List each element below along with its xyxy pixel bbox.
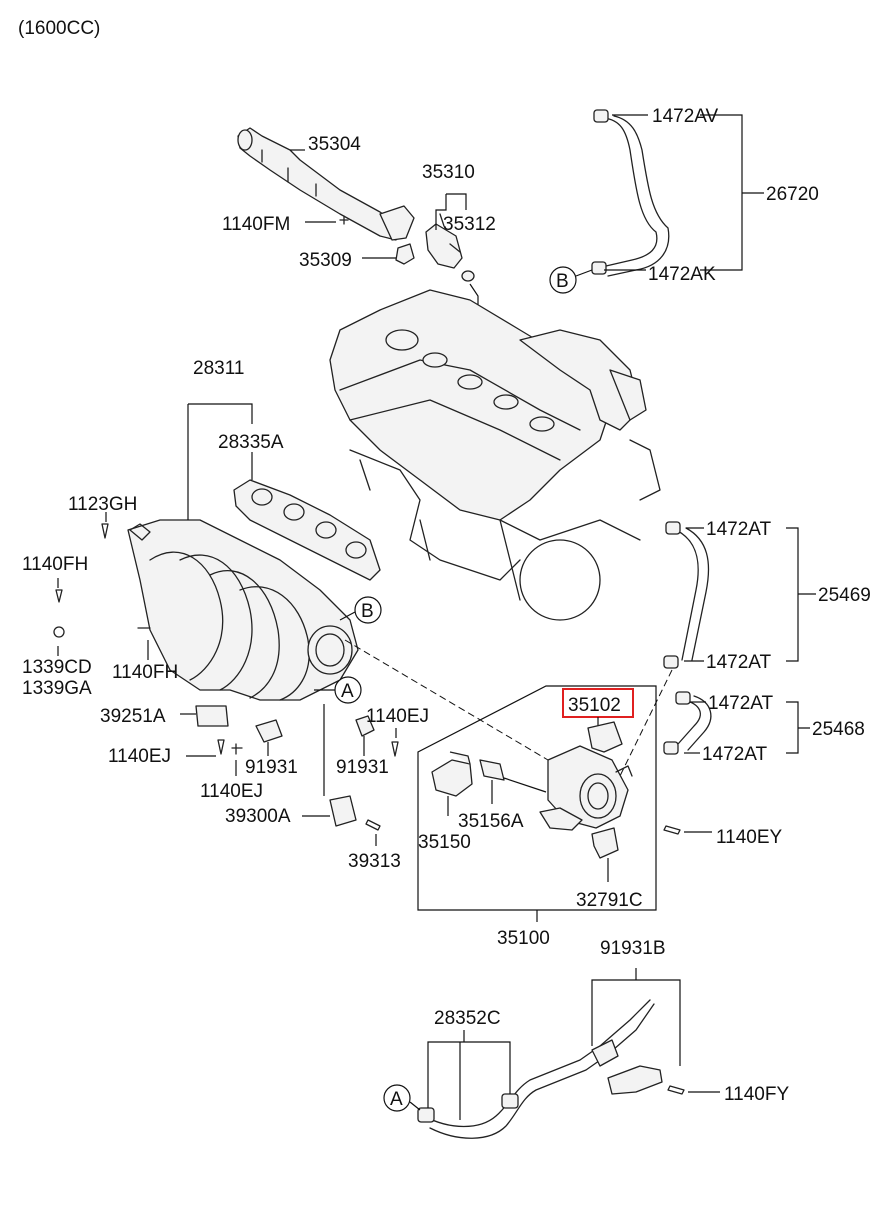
label-91931-b: 91931 — [336, 757, 389, 778]
clip-91931-a-drawing — [255, 719, 283, 743]
bolt-1140ej-c-icon — [391, 741, 399, 757]
label-1472at-a: 1472AT — [706, 519, 772, 540]
label-39300a: 39300A — [225, 806, 291, 827]
bolt-1140ej-b-icon — [231, 743, 243, 755]
bolt-1140fm-icon — [339, 215, 349, 225]
sensor-39300a-drawing — [329, 795, 357, 827]
label-1140fm: 1140FM — [222, 214, 290, 235]
label-25469: 25469 — [818, 585, 871, 606]
label-35156a: 35156A — [458, 811, 524, 832]
clip-35309-drawing — [395, 243, 415, 265]
injector-drawing — [425, 213, 475, 282]
hose-26720-drawing — [591, 109, 670, 277]
label-1472at-d: 1472AT — [702, 744, 768, 765]
label-1123gh: 1123GH — [68, 494, 137, 515]
label-35102: 35102 — [568, 695, 621, 716]
label-28311: 28311 — [193, 358, 244, 379]
label-35312: 35312 — [443, 214, 496, 235]
bolt-1140ej-a-icon — [217, 739, 225, 755]
hose-25469-drawing — [663, 521, 710, 669]
bolt-1140ey-icon — [663, 825, 681, 835]
label-1472ak: 1472AK — [648, 264, 716, 285]
label-35150: 35150 — [418, 832, 471, 853]
label-26720: 26720 — [766, 184, 819, 205]
ref-circle-a-bottom — [383, 1084, 411, 1112]
label-91931b: 91931B — [600, 938, 666, 959]
fuel-rail-drawing — [237, 127, 415, 241]
label-25468: 25468 — [812, 719, 865, 740]
engine-block-drawing — [329, 289, 661, 621]
ref-circle-b-manifold — [354, 596, 382, 624]
label-32791c: 32791C — [576, 890, 643, 911]
label-1140ej-a: 1140EJ — [108, 746, 171, 767]
bracket-39251a-drawing — [195, 705, 229, 727]
label-28352c: 28352C — [434, 1008, 501, 1029]
label-1140ej-b: 1140EJ — [200, 781, 263, 802]
label-1472at-b: 1472AT — [706, 652, 772, 673]
label-1140ey: 1140EY — [716, 827, 783, 848]
label-35304: 35304 — [308, 134, 361, 155]
ref-b-top-label: B — [556, 271, 569, 292]
label-1472av: 1472AV — [652, 106, 719, 127]
label-1140fh-a: 1140FH — [22, 554, 88, 575]
bracket-32791c-drawing — [591, 827, 619, 859]
ref-a-manifold-label: A — [341, 681, 354, 702]
label-1140fy: 1140FY — [724, 1084, 789, 1105]
idle-valve-35150-drawing — [431, 751, 473, 797]
label-28335a: 28335A — [218, 432, 284, 453]
gasket-35156a-drawing — [479, 759, 505, 781]
label-1339cd: 1339CD — [22, 657, 92, 678]
bolt-39313-icon — [365, 819, 381, 831]
label-35309: 35309 — [299, 250, 352, 271]
label-91931-a: 91931 — [245, 757, 298, 778]
label-35310: 35310 — [422, 162, 475, 183]
throttle-body-drawing — [539, 721, 633, 831]
label-39251a: 39251A — [100, 706, 166, 727]
clip-91931-b-drawing — [355, 715, 375, 737]
engine-size-label: (1600CC) — [18, 18, 100, 39]
manifold-gasket-drawing — [233, 479, 381, 581]
hose-25468-drawing — [663, 691, 712, 755]
label-35100: 35100 — [497, 928, 550, 949]
ref-b-manifold-label: B — [361, 601, 374, 622]
label-1140fh-b: 1140FH — [112, 662, 178, 683]
bolt-group-manifold-icon — [53, 523, 151, 638]
bolt-1140fy-icon — [667, 1085, 685, 1095]
ref-a-bottom-label: A — [390, 1089, 403, 1110]
label-1339ga: 1339GA — [22, 678, 92, 699]
label-1140ej-c: 1140EJ — [366, 706, 429, 727]
label-39313: 39313 — [348, 851, 401, 872]
ref-circle-b-top — [549, 266, 577, 294]
throttle-assy-box — [417, 685, 657, 911]
label-1472at-c: 1472AT — [708, 693, 774, 714]
